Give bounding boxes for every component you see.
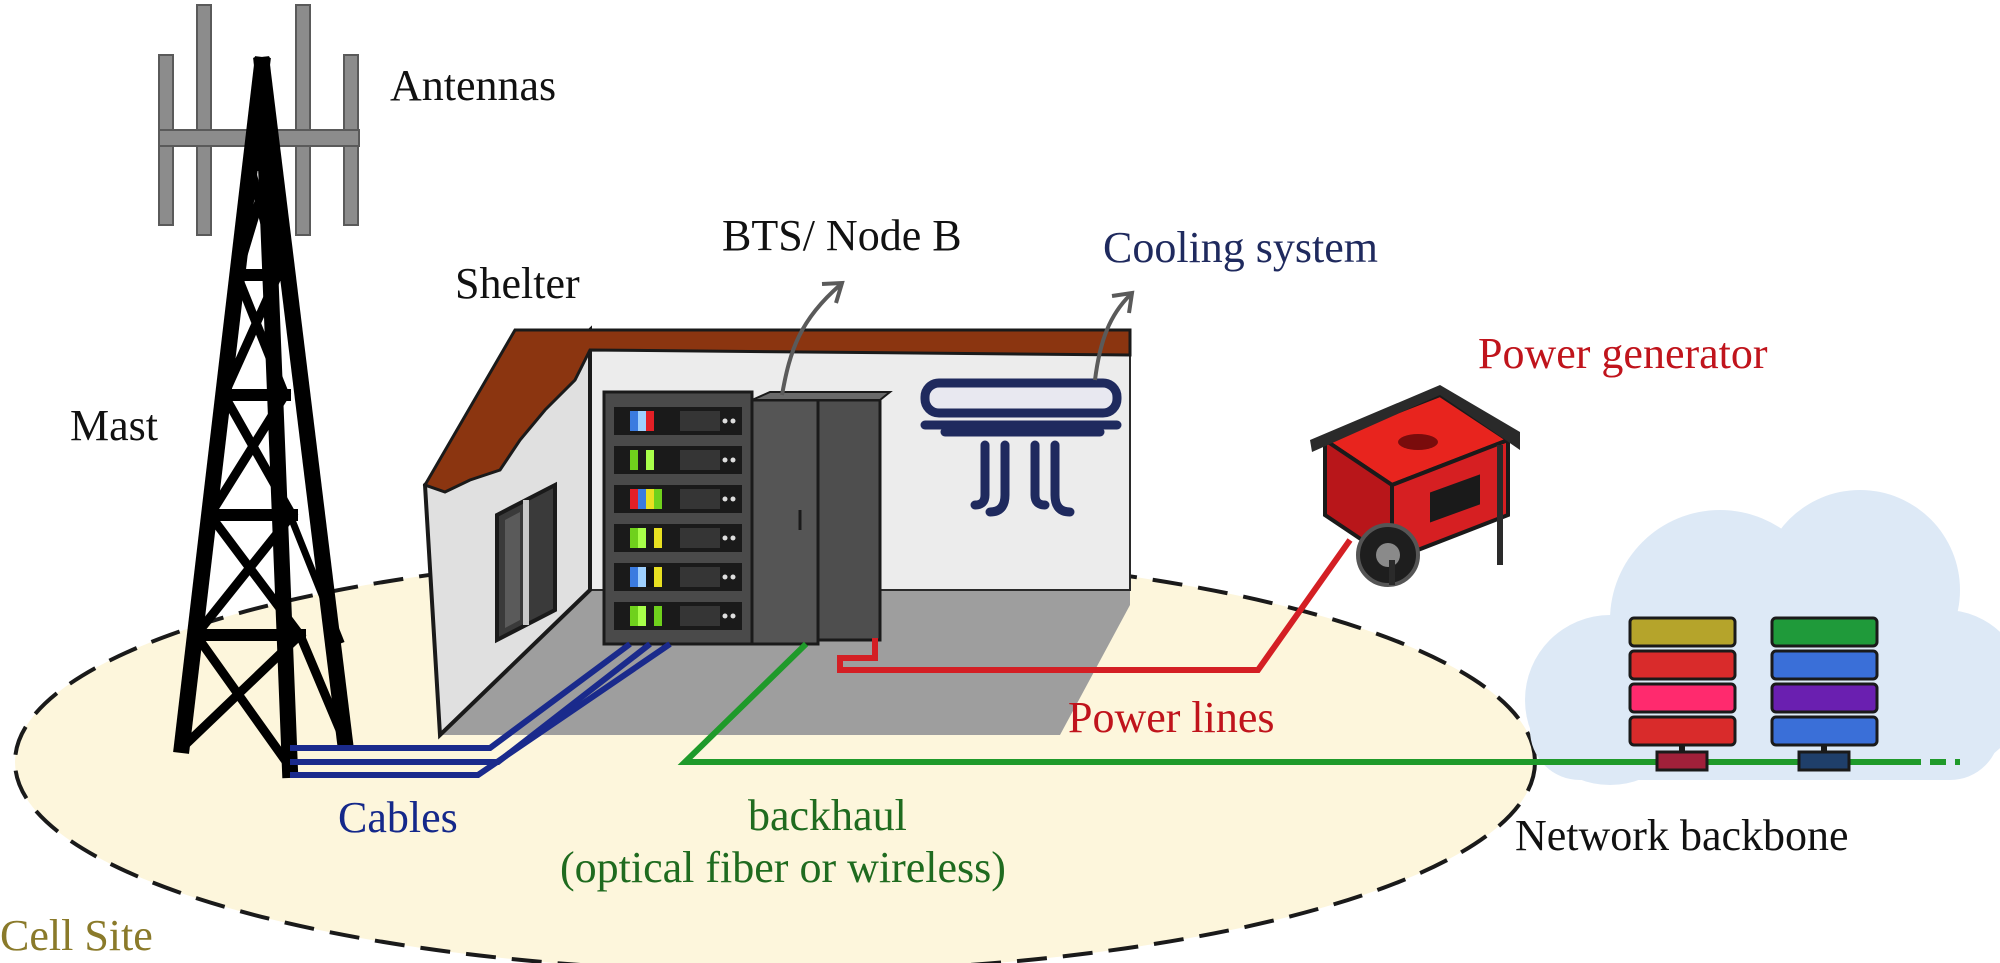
bts-rack-icon (602, 390, 754, 646)
cooling-label: Cooling system (1103, 223, 1378, 272)
power-lines-label: Power lines (1068, 693, 1275, 742)
antennas-icon (158, 4, 360, 236)
backbone-label: Network backbone (1515, 811, 1849, 860)
bts-arrow (780, 280, 845, 396)
shelter-window-icon (495, 481, 557, 644)
server-stack-right-icon (1770, 616, 1879, 772)
backbone-cloud (1525, 490, 2000, 785)
power-generator-icon (1310, 385, 1520, 587)
cables-lines (290, 641, 672, 778)
cables-label: Cables (338, 793, 458, 842)
bts-cabinet-icon (750, 391, 893, 646)
bts-label: BTS/ Node B (722, 211, 962, 260)
antennas-label: Antennas (390, 61, 556, 110)
server-stack-left-icon (1628, 616, 1737, 772)
cooling-arrow (1093, 290, 1135, 381)
mast-icon (173, 56, 354, 779)
backhaul-label: backhaul (748, 791, 907, 840)
generator-label: Power generator (1478, 329, 1768, 378)
shelter-roof (422, 328, 1132, 494)
power-lines (837, 538, 1353, 673)
backhaul-line (677, 641, 1960, 765)
cell-site-label: Cell Site (0, 911, 153, 960)
mast-label: Mast (70, 401, 158, 450)
backhaul-sub-label: (optical fiber or wireless) (560, 843, 1006, 892)
cooling-unit-icon (920, 378, 1122, 517)
shelter-label: Shelter (455, 259, 580, 308)
